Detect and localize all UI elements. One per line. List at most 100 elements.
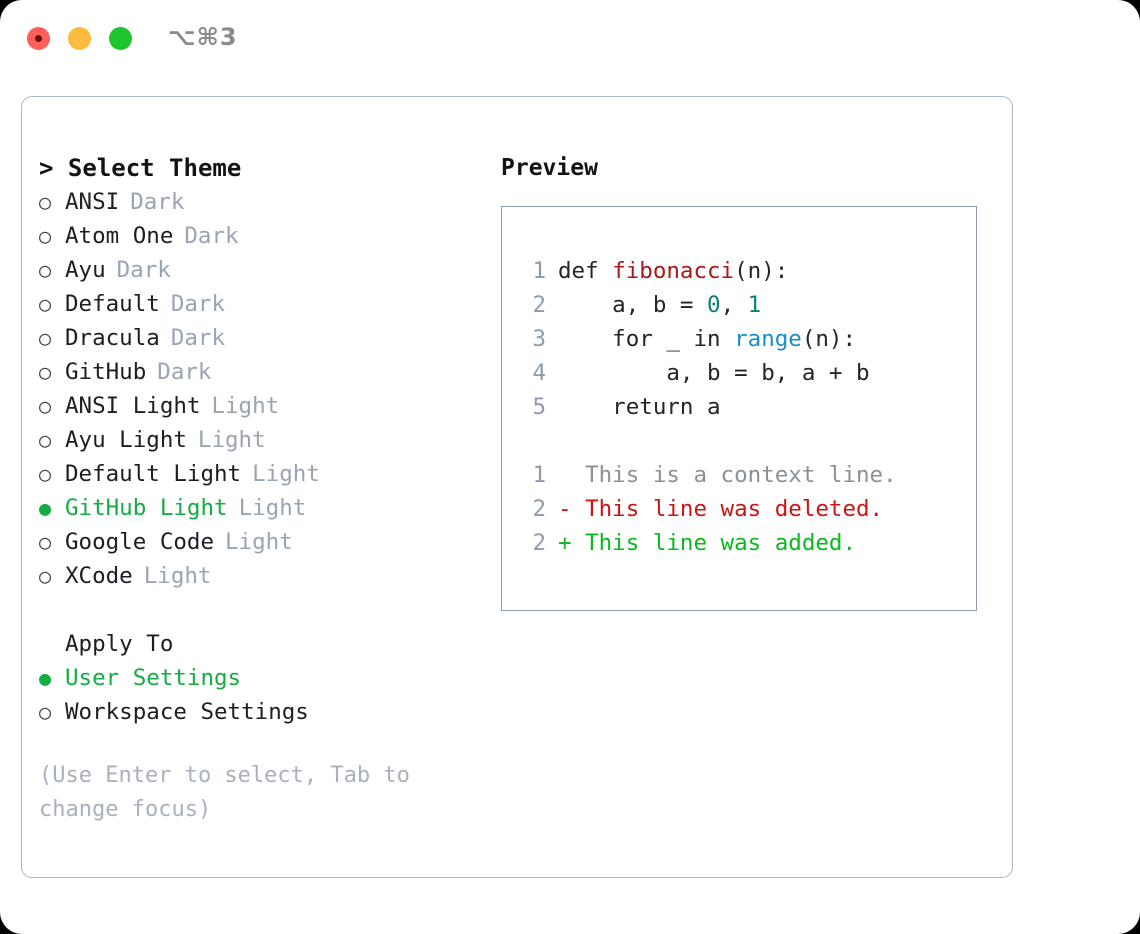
code-line: 3 for _ in range(n):	[516, 322, 970, 356]
diff-line-text-del: - This line was deleted.	[558, 496, 884, 522]
theme-name-label: Ayu Light	[65, 427, 187, 453]
theme-category-label: Dark	[157, 359, 212, 385]
theme-category-label: Light	[143, 563, 212, 589]
theme-category-label: Dark	[116, 257, 171, 283]
code-token-num: 0	[707, 292, 721, 318]
code-line-text: for _ in range(n):	[558, 322, 856, 356]
theme-list-item[interactable]: ○ Ayu Dark	[39, 253, 479, 287]
radio-unselected-icon: ○	[39, 564, 52, 588]
theme-name-label: XCode	[65, 563, 133, 589]
line-number: 1	[532, 462, 546, 488]
radio-selected-icon: ●	[39, 496, 52, 520]
apply-to-label: Workspace Settings	[65, 699, 309, 725]
theme-name-label: Google Code	[65, 529, 215, 555]
code-token-plain: (n):	[734, 258, 789, 284]
line-number: 2	[532, 496, 546, 522]
radio-unselected-icon: ○	[39, 190, 52, 214]
maximize-button[interactable]	[109, 27, 132, 50]
theme-name-label: Default	[65, 291, 160, 317]
diff-spacer	[516, 424, 970, 458]
radio-unselected-icon: ○	[39, 360, 52, 384]
code-token-plain: return a	[558, 394, 721, 420]
theme-category-label: Dark	[130, 189, 185, 215]
code-token-num: 1	[747, 292, 762, 318]
minimize-button[interactable]	[68, 27, 91, 50]
apply-to-header: Apply To	[65, 631, 174, 657]
theme-list-item[interactable]: ○ ANSI Dark	[39, 185, 479, 219]
radio-unselected-icon: ○	[39, 292, 52, 316]
theme-list-item[interactable]: ○ Default Dark	[39, 287, 479, 321]
apply-to-item[interactable]: ● User Settings	[39, 661, 479, 695]
apply-to-item[interactable]: ○ Workspace Settings	[39, 695, 479, 729]
close-button[interactable]	[27, 27, 50, 50]
theme-name-label: Dracula	[65, 325, 160, 351]
radio-unselected-icon: ○	[39, 530, 52, 554]
radio-unselected-icon: ○	[39, 428, 52, 452]
radio-unselected-icon: ○	[39, 258, 52, 282]
code-token-plain: a, b =	[558, 292, 708, 318]
diff-sample: 1 This is a context line. 2 - This line wa…	[516, 458, 970, 560]
code-line: 2 a, b = 0, 1	[516, 288, 970, 322]
code-line: 1 def fibonacci(n):	[516, 254, 970, 288]
theme-category-label: Light	[252, 461, 320, 487]
keyboard-shortcut-label: ⌥⌘3	[168, 23, 238, 51]
diff-line: 2 + This line was added.	[516, 526, 970, 560]
theme-name-label: ANSI Light	[65, 393, 201, 419]
theme-name-label: Default Light	[65, 461, 242, 487]
theme-list-item[interactable]: ○ GitHub Dark	[39, 355, 479, 389]
theme-name-label: ANSI	[65, 189, 120, 215]
theme-category-label: Dark	[184, 223, 239, 249]
diff-line-text-ctx: This is a context line.	[558, 462, 897, 488]
theme-category-label: Dark	[170, 291, 226, 317]
diff-line: 1 This is a context line.	[516, 458, 970, 492]
section-spacer	[39, 593, 479, 627]
line-number: 1	[532, 258, 546, 284]
apply-to-list[interactable]: ● User Settings ○ Workspace Settings	[39, 661, 479, 729]
radio-unselected-icon: ○	[39, 326, 52, 350]
theme-category-label: Light	[225, 529, 293, 555]
theme-name-label: GitHub	[65, 359, 147, 385]
code-line-text: return a	[558, 390, 721, 424]
radio-unselected-icon: ○	[39, 394, 52, 418]
theme-list-item[interactable]: ○ XCode Light	[39, 559, 479, 593]
apply-to-label: User Settings	[65, 665, 242, 691]
radio-unselected-icon: ○	[39, 224, 52, 248]
theme-list-item[interactable]: ● GitHub Light Light	[39, 491, 479, 525]
radio-selected-icon: ●	[39, 666, 52, 690]
window-controls	[27, 27, 132, 50]
theme-name-label: Ayu	[65, 257, 106, 283]
theme-list-item[interactable]: ○ ANSI Light Light	[39, 389, 479, 423]
theme-list-item[interactable]: ○ Google Code Light	[39, 525, 479, 559]
code-line: 5 return a	[516, 390, 970, 424]
code-token-plain: (n):	[801, 326, 857, 352]
theme-category-label: Light	[238, 495, 307, 521]
line-number: 2	[532, 530, 546, 556]
theme-name-label: GitHub Light	[65, 495, 228, 521]
radio-unselected-icon: ○	[39, 700, 52, 724]
preview-title: Preview	[501, 155, 598, 181]
diff-line-text-add: + This line was added.	[558, 530, 857, 556]
title-bar: ⌥⌘3	[0, 0, 1140, 76]
code-token-plain: a, b = b, a + b	[558, 360, 870, 386]
help-hint-text: (Use Enter to select, Tab to change focu…	[39, 763, 424, 822]
line-number: 5	[532, 394, 546, 420]
code-token-plain: for _ in	[558, 326, 735, 352]
diff-line: 2 - This line was deleted.	[516, 492, 970, 526]
code-token-plain: def	[558, 258, 613, 284]
code-line-text: a, b = b, a + b	[558, 356, 870, 390]
theme-list-header: > Select Theme	[39, 154, 242, 182]
code-token-fn: fibonacci	[612, 258, 735, 284]
theme-category-label: Light	[211, 393, 280, 419]
